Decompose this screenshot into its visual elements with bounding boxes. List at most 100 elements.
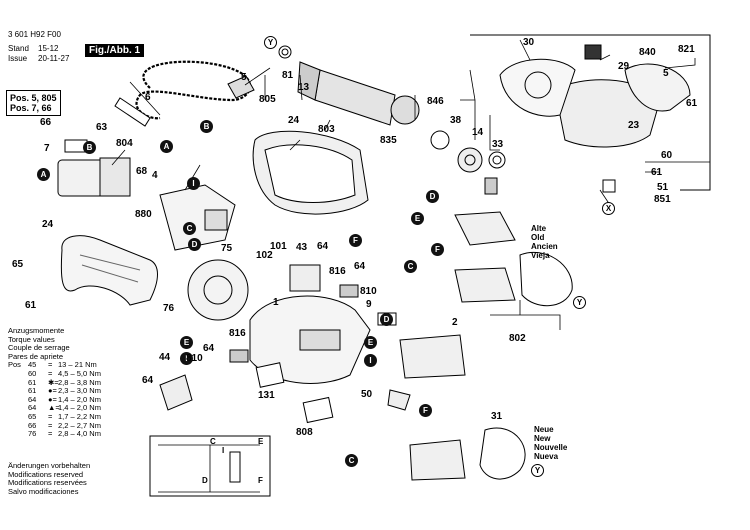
plug-icon [227, 75, 255, 99]
marker-c: C [183, 222, 196, 235]
part-number: 131 [258, 390, 275, 401]
marker-b: B [200, 120, 213, 133]
pos-note-line: Pos. 7, 66 [10, 103, 52, 113]
part-number: 5 [241, 72, 247, 83]
part-number: 821 [678, 44, 695, 55]
marker-a: A [160, 140, 173, 153]
torque-title: Anzugsmomente [8, 326, 65, 335]
part-number: 9 [366, 299, 372, 310]
part-number: 64 [203, 343, 215, 354]
part-number: 6 [145, 92, 151, 103]
torque-table: Anzugsmomente Torque values Couple de se… [8, 326, 101, 439]
part-number: 33 [492, 139, 504, 150]
torque-row: 60=4,5 – 5,0 Nm [28, 368, 101, 378]
switch-lever [159, 374, 193, 411]
part-number: 804 [116, 138, 133, 149]
part-number: 2 [452, 317, 458, 328]
part-number: 24 [42, 219, 54, 230]
circuit-diagram [149, 435, 271, 497]
part-number: 802 [509, 333, 526, 344]
part-number: 61 [651, 167, 663, 178]
bearing-shield-new [479, 427, 526, 480]
part-number: 23 [628, 120, 640, 131]
marker-y: Y [264, 36, 277, 49]
rear-handle [60, 235, 158, 306]
figure-label: Fig./Abb. 1 [85, 44, 145, 57]
part-number: 38 [450, 115, 462, 126]
pos-note-box: Pos. 5, 805 Pos. 7, 66 [6, 90, 61, 116]
part-number: 63 [96, 122, 108, 133]
part-number: 76 [163, 303, 175, 314]
power-cord [135, 60, 252, 120]
part-number: 64 [142, 375, 154, 386]
part-number: 846 [427, 96, 444, 107]
marker-i: I [187, 177, 200, 190]
part-number: 810 [186, 353, 203, 364]
part-number: 31 [491, 411, 503, 422]
torque-row: 76=2,8 – 4,0 Nm [28, 429, 101, 439]
marker-y: Y [531, 464, 544, 477]
marker-d: D [380, 313, 393, 326]
marker-c: C [404, 260, 417, 273]
marker-i: I [180, 352, 193, 365]
part-number: 13 [298, 82, 310, 93]
marker-d: D [188, 238, 201, 251]
part-number: 101 [270, 241, 287, 252]
part-number: 840 [639, 47, 656, 58]
torque-title: Torque values [8, 334, 55, 344]
part-number: 50 [361, 389, 373, 400]
part-number: 75 [221, 243, 233, 254]
marker-f: F [349, 234, 362, 247]
guard-cover [624, 63, 691, 112]
marker-i: I [364, 354, 377, 367]
marker-f: F [419, 404, 432, 417]
modifications-note: Änderungen vorbehalten Modifications res… [8, 461, 91, 496]
part-number: 65 [12, 259, 24, 270]
part-number: 810 [360, 286, 377, 297]
torque-row: 64▲=1,4 – 2,0 Nm [28, 403, 101, 413]
torque-row: 61✱=2,8 – 3,8 Nm [28, 377, 101, 387]
part-number: 816 [329, 266, 346, 277]
torque-title: Pares de apriete [8, 351, 64, 361]
torque-title: Couple de serrage [8, 343, 70, 353]
part-number: 66 [40, 117, 52, 128]
wiring-letter: D [202, 476, 208, 485]
cord-sleeve [114, 97, 151, 127]
torque-row: 66=2,2 – 2,7 Nm [28, 420, 101, 430]
part-number: 64 [317, 241, 329, 252]
issue-value: 20-11-27 [38, 54, 70, 63]
bearing-flange [499, 58, 576, 117]
part-number: 851 [654, 194, 671, 205]
part-number: 51 [657, 182, 669, 193]
part-number: 880 [135, 209, 152, 220]
part-number: 81 [282, 70, 294, 81]
marker-f: F [431, 243, 444, 256]
part-number: 43 [296, 242, 308, 253]
part-number: 60 [661, 150, 673, 161]
stator-new [409, 439, 466, 481]
part-number: 30 [523, 37, 535, 48]
marker-x: X [602, 202, 615, 215]
part-number: 61 [25, 300, 37, 311]
part-number: 5 [663, 68, 669, 79]
marker-a: A [37, 168, 50, 181]
marker-b: B [83, 141, 96, 154]
torque-row: 64●=1,4 – 2,0 Nm [28, 394, 101, 404]
part-number: 24 [288, 115, 300, 126]
armature [314, 69, 396, 126]
part-number: 61 [686, 98, 698, 109]
fan-wheel [187, 259, 249, 321]
part-number: 835 [380, 135, 397, 146]
bearing-shield-old [519, 251, 573, 307]
part-number: 816 [229, 328, 246, 339]
wiring-letter: I [222, 446, 225, 455]
wiring-letter: C [210, 437, 216, 446]
marker-e: E [364, 336, 377, 349]
stator-old [454, 211, 516, 246]
part-number: 803 [318, 124, 335, 135]
stand-label: Stand [8, 44, 29, 53]
torque-row: 61●=2,3 – 3,0 Nm [28, 386, 101, 396]
